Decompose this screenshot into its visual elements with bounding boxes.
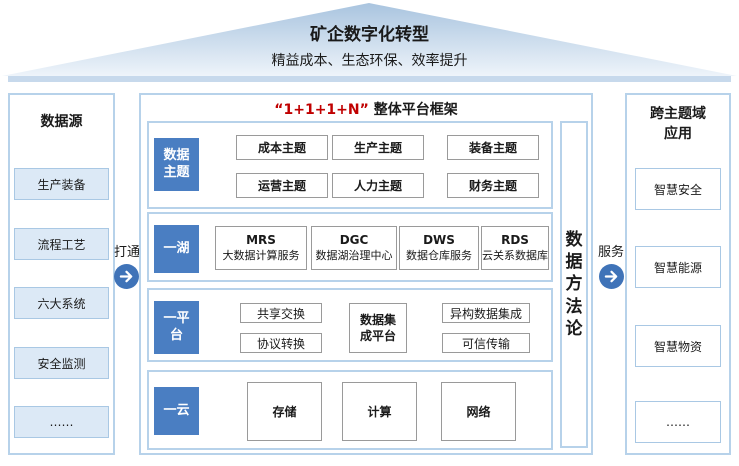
layer-platform: 一平 台 共享交换 协议转换 数据集 成平台 异构数据集成 可信传输: [147, 288, 553, 362]
framework-title-formula: “1+1+1+N”: [274, 102, 369, 118]
roof-title: 矿企数字化转型: [310, 25, 429, 45]
layer-label-platform: 一平 台: [154, 301, 199, 354]
application-panel: 跨主题域 应用 智慧安全 智慧能源 智慧物资 ……: [625, 93, 731, 455]
layer-data-topics: 数据 主题 成本主题 生产主题 装备主题 运营主题 人力主题 财务主题: [147, 121, 553, 209]
roof-subtitle: 精益成本、生态环保、效率提升: [271, 53, 468, 69]
topic-item: 财务主题: [447, 173, 539, 198]
connect-label: 打通: [114, 245, 141, 260]
arrow-right-circle-icon: [599, 264, 624, 289]
platform-item-sharing: 共享交换: [240, 303, 322, 323]
source-item: 生产装备: [14, 168, 109, 200]
topic-item: 运营主题: [236, 173, 328, 198]
application-item: 智慧安全: [635, 168, 721, 210]
source-item: 流程工艺: [14, 228, 109, 260]
source-item: ……: [14, 406, 109, 438]
platform-item-integration: 数据集 成平台: [349, 303, 407, 353]
roof-shape: [2, 3, 737, 82]
layer-cloud: 一云 存储 计算 网络: [147, 370, 553, 450]
topic-item: 人力主题: [332, 173, 424, 198]
data-methodology: 数 据 方 法 论: [560, 121, 588, 448]
source-item: 六大系统: [14, 287, 109, 319]
topic-item: 装备主题: [447, 135, 539, 160]
application-item: ……: [635, 401, 721, 443]
platform-item-heterogeneous: 异构数据集成: [442, 303, 530, 323]
application-item: 智慧物资: [635, 325, 721, 367]
data-source-panel: 数据源 生产装备 流程工艺 六大系统 安全监测 ……: [8, 93, 115, 455]
platform-item-protocol: 协议转换: [240, 333, 322, 353]
layer-label-cloud: 一云: [154, 387, 199, 435]
source-item: 安全监测: [14, 347, 109, 379]
cloud-item-compute: 计算: [342, 382, 417, 441]
topic-item: 生产主题: [332, 135, 424, 160]
data-source-title: 数据源: [40, 114, 83, 130]
layer-label-lake: 一湖: [154, 225, 199, 273]
topic-item: 成本主题: [236, 135, 328, 160]
cloud-item-network: 网络: [441, 382, 516, 441]
framework-title-text: 整体平台框架: [368, 102, 458, 118]
application-title: 跨主题域 应用: [650, 106, 706, 142]
framework-title: “1+1+1+N” 整体平台框架: [141, 99, 591, 119]
arrow-right-circle-icon: [114, 264, 139, 289]
service-label: 服务: [598, 245, 625, 260]
application-item: 智慧能源: [635, 246, 721, 288]
layer-label-topics: 数据 主题: [154, 138, 199, 191]
cloud-item-storage: 存储: [247, 382, 322, 441]
platform-item-trusted: 可信传输: [442, 333, 530, 353]
